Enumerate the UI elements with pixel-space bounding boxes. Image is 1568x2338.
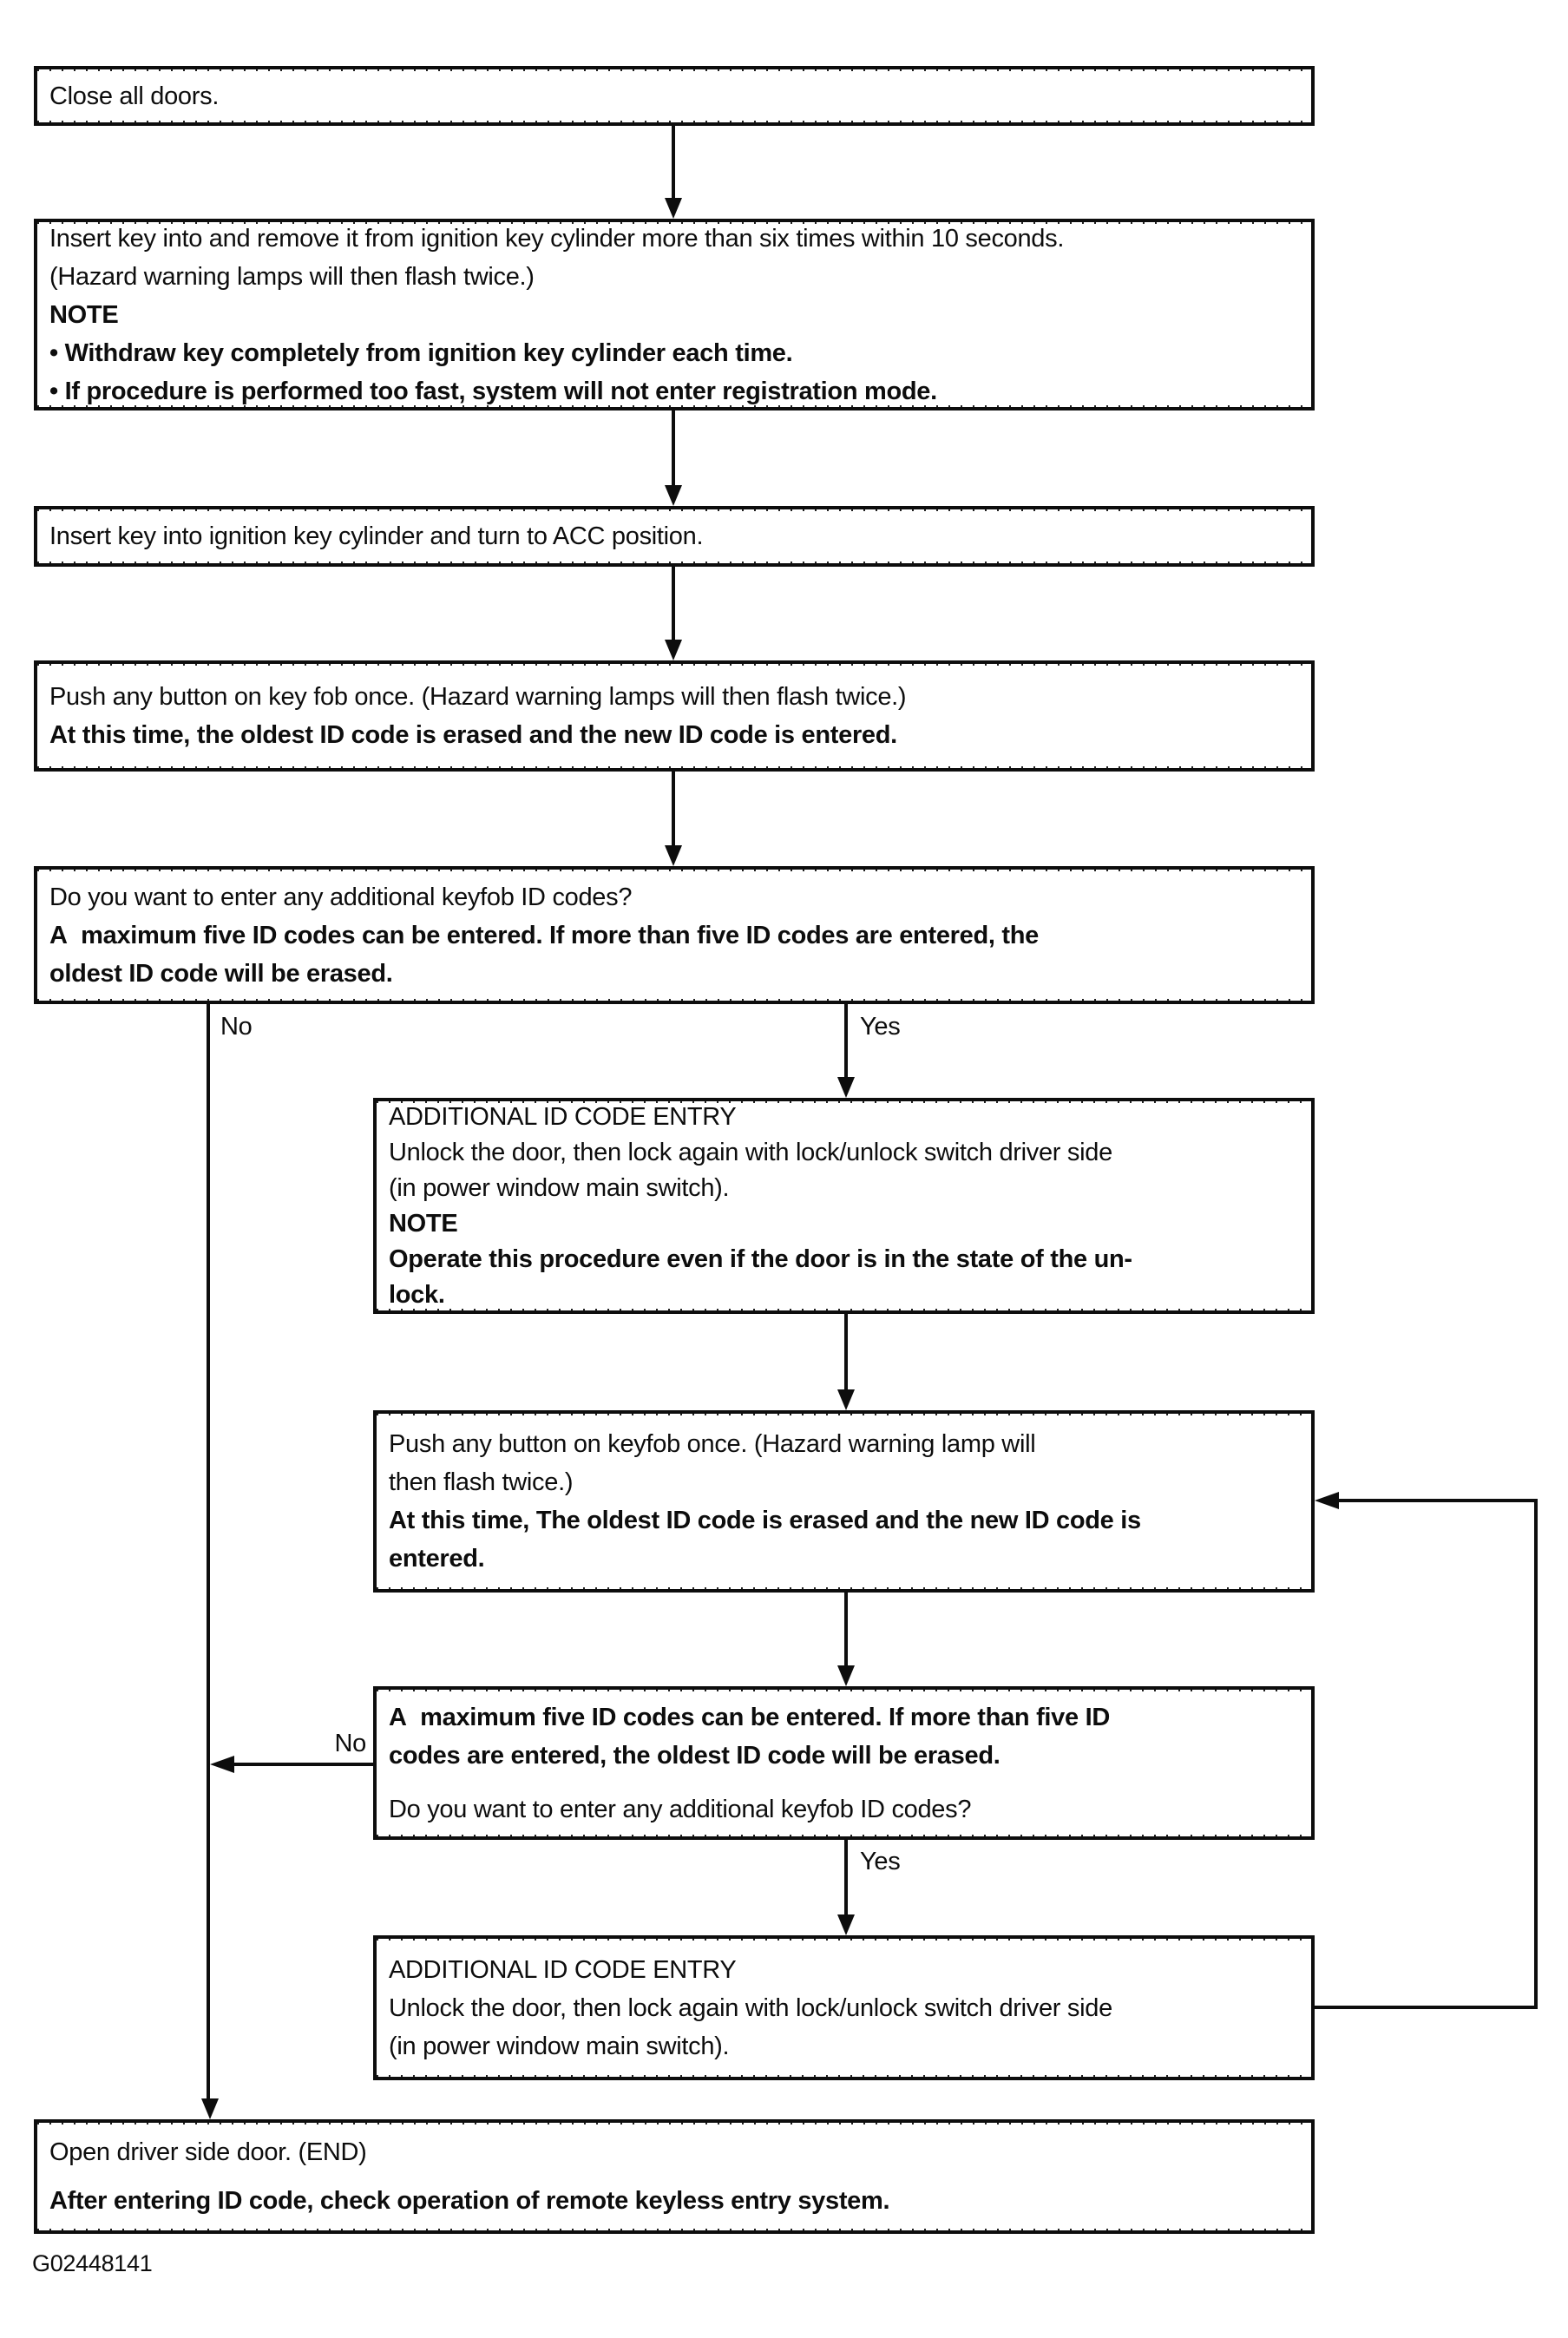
connector-loop-top [1337,1499,1538,1502]
connector-close-to-insert [672,126,675,203]
flow-box-text: then flash twice.) [389,1468,574,1496]
flow-box-decision-additional-codes-first: Do you want to enter any additional keyf… [34,866,1315,1004]
connector-push-to-decision [672,772,675,849]
flow-box-push-keyfob-first: Push any button on key fob once. (Hazard… [34,660,1315,772]
flow-box-text: At this time, The oldest ID code is eras… [389,1507,1141,1534]
flow-box-close-all-doors: Close all doors. [34,66,1315,126]
arrowhead-down-icon [665,640,682,660]
flow-box-text: Insert key into and remove it from ignit… [49,224,1065,253]
connector-yes-second [844,1840,848,1916]
flow-box-text: (in power window main switch). [389,2032,730,2060]
arrowhead-down-icon [837,1914,855,1935]
connector-push2-to-decision2 [844,1593,848,1667]
connector-loop-right [1534,1499,1538,2009]
flow-box-question: Do you want to enter any additional keyf… [389,1795,972,1823]
flow-box-text: A maximum five ID codes can be entered. … [49,921,1039,949]
flow-box-text: codes are entered, the oldest ID code wi… [389,1741,1001,1770]
flow-box-text: Unlock the door, then lock again with lo… [389,1138,1112,1166]
flow-box-additional-id-entry-first: ADDITIONAL ID CODE ENTRY Unlock the door… [373,1098,1315,1314]
arrowhead-down-icon [837,1665,855,1686]
connector-insert-to-acc [672,410,675,489]
flow-box-turn-to-acc: Insert key into ignition key cylinder an… [34,506,1315,567]
flow-box-text: Unlock the door, then lock again with lo… [389,1993,1112,2022]
flow-box-text: Close all doors. [49,82,220,110]
flow-box-text: At this time, the oldest ID code is eras… [49,721,897,749]
flow-box-note-bullet: • Withdraw key completely from ignition … [49,338,793,367]
flow-box-push-keyfob-second: Push any button on keyfob once. (Hazard … [373,1410,1315,1593]
flow-box-title: ADDITIONAL ID CODE ENTRY [389,1102,737,1131]
flow-box-title: ADDITIONAL ID CODE ENTRY [389,1955,737,1984]
connector-loop-bottom [1315,2006,1538,2009]
connector-acc-to-push [672,567,675,643]
flow-box-note-heading: NOTE [389,1209,458,1238]
branch-label-no-first: No [220,1013,253,1041]
connector-yes-first [844,1004,848,1079]
flow-box-note-heading: NOTE [49,300,119,329]
flow-box-text: A maximum five ID codes can be entered. … [389,1703,1110,1731]
flow-box-text: (in power window main switch). [389,1173,730,1202]
flow-box-text: Insert key into ignition key cylinder an… [49,522,704,550]
connector-no-second [231,1763,373,1766]
flow-box-additional-id-entry-second: ADDITIONAL ID CODE ENTRY Unlock the door… [373,1935,1315,2080]
flow-box-text: Open driver side door. (END) [49,2138,367,2166]
flow-box-decision-additional-codes-second: A maximum five ID codes can be entered. … [373,1686,1315,1840]
arrowhead-left-icon [1315,1492,1339,1509]
flow-box-note-text: Operate this procedure even if the door … [389,1245,1132,1273]
connector-no-branch [207,1004,210,2102]
flow-box-note-bullet: • If procedure is performed too fast, sy… [49,377,937,405]
figure-id: G02448141 [32,2250,153,2276]
flow-box-open-door-end: Open driver side door. (END) After enter… [34,2119,1315,2234]
flow-box-note-text: lock. [389,1280,445,1309]
flow-box-text: entered. [389,1545,485,1573]
arrowhead-left-icon [210,1756,234,1773]
flow-box-text: oldest ID code will be erased. [49,959,393,988]
arrowhead-down-icon [201,2098,219,2119]
branch-label-yes-second: Yes [860,1848,901,1875]
connector-entry1-to-push2 [844,1314,848,1391]
flow-box-question: Do you want to enter any additional keyf… [49,883,633,911]
branch-label-yes-first: Yes [860,1013,901,1041]
branch-label-no-second: No [334,1730,367,1757]
arrowhead-down-icon [665,485,682,506]
flow-box-insert-remove-key: Insert key into and remove it from ignit… [34,219,1315,410]
arrowhead-down-icon [665,845,682,866]
flow-box-text: Push any button on keyfob once. (Hazard … [389,1430,1036,1458]
arrowhead-down-icon [665,198,682,219]
arrowhead-down-icon [837,1389,855,1410]
flow-box-text: After entering ID code, check operation … [49,2187,890,2215]
arrowhead-down-icon [837,1077,855,1098]
flow-box-text: Push any button on key fob once. (Hazard… [49,683,907,711]
flow-box-text: (Hazard warning lamps will then flash tw… [49,262,535,291]
